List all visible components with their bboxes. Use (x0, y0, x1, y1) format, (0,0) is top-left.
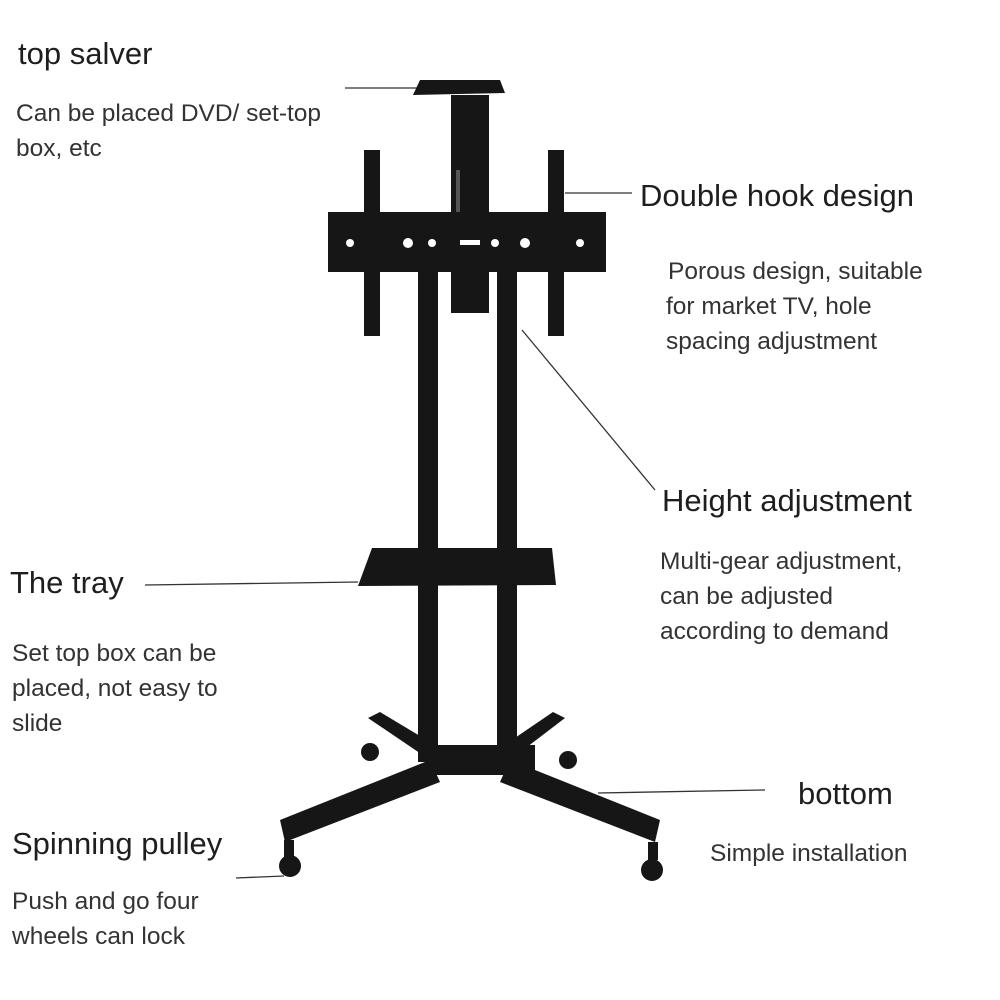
top-salver-desc-2: box, etc (16, 135, 102, 162)
hook-left (364, 150, 380, 336)
wheel-icon (361, 743, 379, 761)
pulley-title: Spinning pulley (12, 826, 223, 861)
base-leg-front-right (500, 760, 660, 842)
pole-left (418, 272, 438, 762)
height-title: Height adjustment (662, 483, 912, 518)
tray-title: The tray (10, 565, 124, 600)
pulley-desc-2: wheels can lock (12, 923, 185, 950)
pulley-desc-1: Push and go four (12, 888, 199, 915)
bottom-title: bottom (798, 776, 893, 811)
bottom-desc-1: Simple installation (710, 840, 908, 867)
tray-desc-3: slide (12, 710, 63, 737)
hook-right (548, 150, 564, 336)
height-desc-2: can be adjusted (660, 583, 833, 610)
pole-right (497, 272, 517, 762)
wheel-icon (559, 751, 577, 769)
top-salver-title: top salver (18, 36, 153, 71)
base-leg-front-left (280, 760, 440, 842)
base-leg-back-left (368, 712, 440, 760)
leader-lines (144, 87, 766, 879)
double-hook-title: Double hook design (640, 178, 915, 213)
height-desc-3: according to demand (660, 618, 889, 645)
wheel-icon (279, 855, 301, 877)
wheels (279, 743, 663, 881)
double-hook-desc-3: spacing adjustment (666, 328, 878, 355)
tray-shelf (358, 548, 556, 586)
tray-desc-1: Set top box can be (12, 640, 217, 667)
stand (279, 80, 663, 881)
double-hook-desc-1: Porous design, suitable (668, 258, 923, 285)
tray-desc-2: placed, not easy to (12, 675, 218, 702)
top-salver-desc-1: Can be placed DVD/ set-top (16, 100, 322, 127)
double-hook-desc-2: for market TV, hole (666, 293, 872, 320)
height-desc-1: Multi-gear adjustment, (660, 548, 903, 575)
top-salver-plate (413, 80, 505, 95)
wheel-icon (641, 859, 663, 881)
